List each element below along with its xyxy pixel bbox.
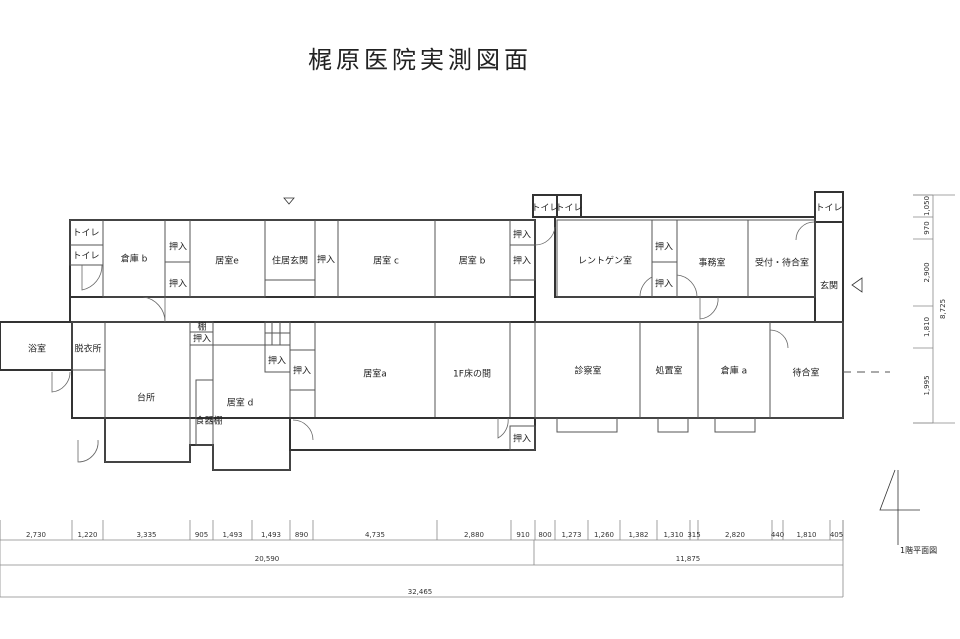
dimension-label: 800	[538, 531, 551, 539]
room-shelf: 棚	[197, 321, 206, 333]
room-residence-entrance: 住居玄関	[272, 255, 308, 267]
room-closet: 押入	[513, 229, 531, 241]
room-labels: トイレ トイレ 倉庫 b 押入 押入 居室e 住居玄関 押入 居室 c 居室 b…	[28, 204, 843, 445]
dimension-label: 1,493	[261, 531, 281, 539]
dimension-label: 2,820	[725, 531, 745, 539]
dimension-label: 1,995	[923, 375, 931, 395]
dimension-label: 315	[687, 531, 700, 539]
dimension-label: 1,493	[222, 531, 242, 539]
entrance-marker-icon	[851, 277, 863, 293]
room-toilet: トイレ	[72, 252, 99, 262]
room-waiting: 待合室	[792, 367, 819, 379]
dimension-label: 970	[923, 221, 931, 234]
dimension-label: 910	[516, 531, 529, 539]
vertical-dimensions: 8,725 1,050 970 2,900 1,810 1,995	[913, 194, 955, 424]
plan-label: 1階平面図	[900, 545, 937, 555]
room-kitchen: 台所	[137, 392, 155, 404]
dimension-label: 1,260	[594, 531, 614, 539]
dimension-label: 3,335	[136, 531, 156, 539]
room-reception: 受付・待合室	[755, 257, 809, 269]
room-toilet: トイレ	[72, 229, 99, 239]
room-closet: 押入	[293, 365, 311, 377]
room-closet: 押入	[193, 333, 211, 345]
room-storage-b: 倉庫 b	[121, 253, 148, 265]
room-dressing: 脱衣所	[74, 343, 101, 355]
markers	[283, 197, 920, 545]
dimension-label: 8,725	[939, 299, 947, 319]
dimension-label: 1,810	[923, 317, 931, 337]
dimension-label: 1,050	[923, 196, 931, 216]
room-living-a: 居室a	[363, 368, 387, 380]
room-closet: 押入	[169, 241, 187, 253]
drawing-title: 梶原医院実測図面	[308, 46, 532, 74]
room-closet: 押入	[513, 433, 531, 445]
dimension-label: 1,220	[77, 531, 97, 539]
room-cupboard: 食器棚	[195, 415, 222, 427]
dimension-label: 1,810	[796, 531, 816, 539]
dimension-label: 1,310	[663, 531, 683, 539]
room-closet: 押入	[655, 241, 673, 253]
dimension-label: 440	[771, 531, 784, 539]
dimension-label: 2,880	[464, 531, 484, 539]
doors	[51, 221, 815, 463]
dimension-label: 405	[830, 531, 843, 539]
dimension-label: 905	[195, 531, 208, 539]
room-closet: 押入	[169, 278, 187, 290]
room-toilet: トイレ	[555, 204, 582, 214]
room-entrance: 玄関	[820, 280, 838, 292]
room-living-c: 居室 c	[373, 255, 399, 267]
dimension-label: 890	[295, 531, 308, 539]
dimension-label: 2,730	[26, 531, 46, 539]
room-closet: 押入	[513, 255, 531, 267]
room-bath: 浴室	[28, 343, 46, 355]
room-closet: 押入	[268, 355, 286, 367]
north-arrow-icon	[879, 469, 920, 545]
dimension-label: 32,465	[408, 588, 433, 596]
dimension-label: 11,875	[676, 555, 701, 563]
dimension-label: 20,590	[255, 555, 280, 563]
dimension-label: 4,735	[365, 531, 385, 539]
dimension-label: 1,382	[628, 531, 648, 539]
room-treatment: 処置室	[655, 365, 682, 377]
room-toilet: トイレ	[815, 204, 842, 214]
room-closet: 押入	[655, 278, 673, 290]
section-marker-icon	[283, 197, 295, 205]
room-living-e: 居室e	[215, 255, 239, 267]
room-storage-a: 倉庫 a	[721, 365, 747, 377]
room-xray: レントゲン室	[578, 255, 632, 267]
room-office: 事務室	[698, 257, 725, 269]
room-living-d: 居室 d	[227, 397, 254, 409]
dimension-label: 2,900	[923, 262, 931, 282]
room-examination: 診察室	[574, 365, 601, 377]
walls	[0, 191, 890, 471]
horizontal-dimensions: 20,590 11,875 32,465 2,730 1,220 3,335 905 1…	[0, 520, 844, 598]
room-tokonoma: 1F床の間	[453, 368, 491, 380]
room-closet: 押入	[317, 254, 335, 266]
room-living-b: 居室 b	[459, 255, 486, 267]
room-toilet: トイレ	[531, 204, 558, 214]
dimension-label: 1,273	[561, 531, 581, 539]
